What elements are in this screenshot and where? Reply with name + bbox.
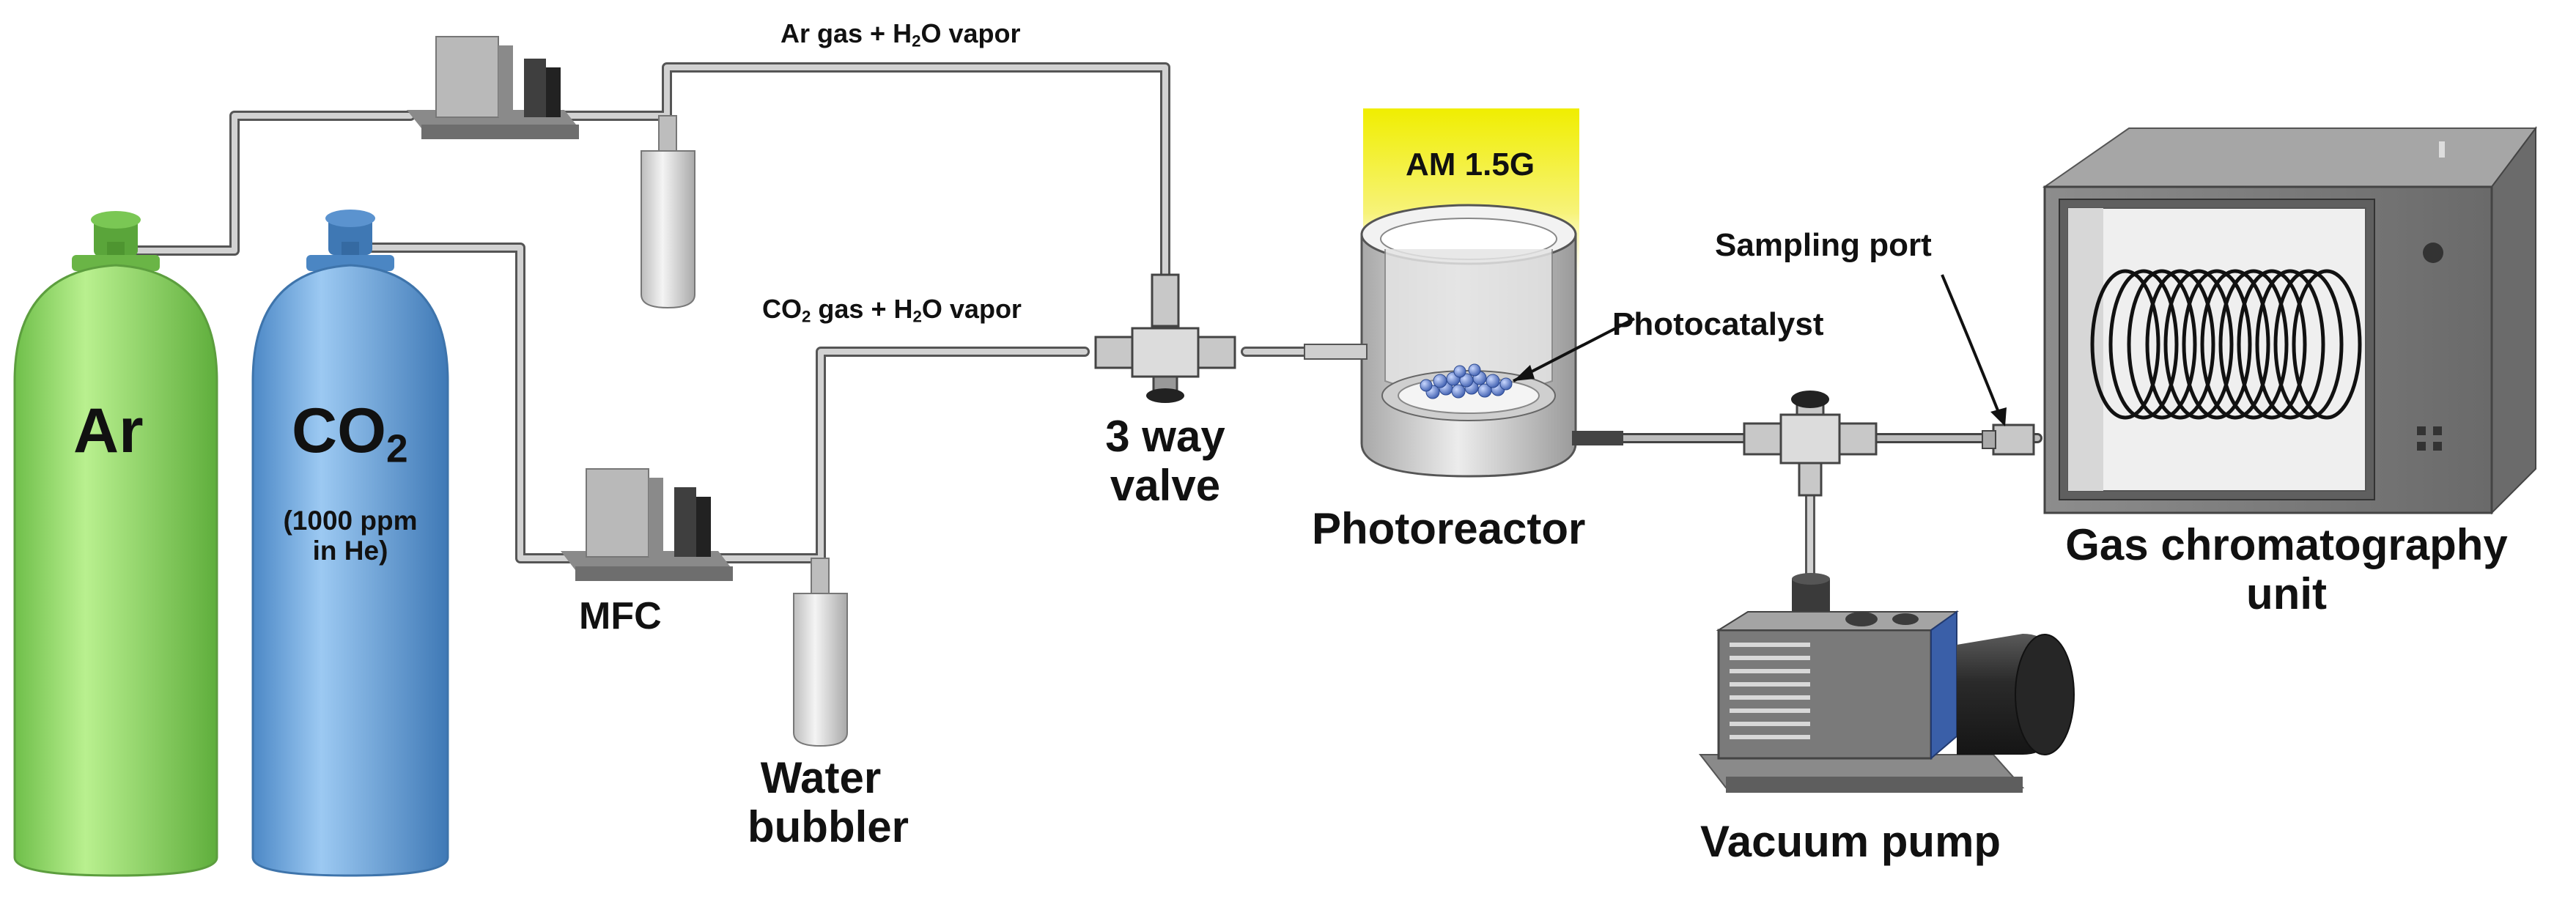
co2-note-line1: (1000 ppm	[283, 506, 418, 536]
co2-tank-label: CO2	[292, 396, 408, 468]
gc-column-coil	[2090, 269, 2362, 420]
ar-tank-label: Ar	[73, 396, 144, 466]
water-bubbler-line1: Water	[760, 753, 882, 802]
ar-line-post: O vapor	[920, 18, 1021, 48]
sampling-port-arrow	[1941, 274, 2002, 418]
mfc-ar	[407, 36, 579, 139]
photocatalyst-arrow	[1513, 317, 1635, 382]
water-bubbler-line2: bubbler	[748, 802, 909, 852]
pump-valve	[1743, 391, 1878, 497]
co2-tank-note: (1000 ppm in He)	[277, 506, 424, 566]
photocatalyst-particles	[1420, 363, 1513, 399]
valve-line2: valve	[1110, 461, 1221, 511]
valve-line1: 3 way	[1105, 412, 1225, 461]
water-bubbler-co2	[793, 558, 848, 747]
co2-line-label: CO2 gas + H2O vapor	[762, 294, 1022, 326]
three-way-valve-label: 3 way valve	[1085, 412, 1246, 510]
light-source-label: AM 1.5G	[1406, 147, 1535, 182]
photocatalyst-label: Photocatalyst	[1612, 306, 1824, 342]
gas-lines	[112, 62, 2042, 584]
co2-sub: 2	[386, 427, 408, 471]
gc-line2: unit	[2246, 569, 2327, 619]
co2-line-mid: gas + H	[811, 294, 913, 324]
vacuum-pump-label: Vacuum pump	[1700, 817, 2001, 866]
sampling-port	[1982, 423, 2035, 456]
gc-line1: Gas chromatography	[2065, 520, 2508, 569]
mfc-label: MFC	[579, 595, 662, 637]
ar-cylinder	[13, 211, 218, 877]
co2-cylinder	[251, 210, 449, 877]
photoreactor	[1304, 204, 1623, 478]
co2-line-post: O vapor	[921, 294, 1022, 324]
gc-knob	[2423, 243, 2443, 263]
three-way-valve	[1094, 273, 1236, 403]
co2-note-line2: in He)	[312, 536, 388, 566]
photoreactor-label: Photoreactor	[1312, 504, 1586, 553]
co2-line-sub2: 2	[912, 307, 922, 326]
co2-line-pre: CO	[762, 294, 802, 324]
water-bubbler-label: Water bubbler	[748, 753, 909, 852]
vacuum-pump	[1698, 573, 2075, 793]
sampling-port-label: Sampling port	[1715, 227, 1932, 263]
ar-line-sub: 2	[912, 32, 921, 51]
gc-unit	[2042, 126, 2537, 515]
ar-line-label: Ar gas + H2O vapor	[780, 18, 1021, 51]
gc-unit-label: Gas chromatography unit	[2023, 520, 2550, 618]
co2-main: CO	[292, 396, 386, 466]
co2-line-sub1: 2	[802, 307, 811, 326]
water-bubbler-ar	[641, 115, 695, 309]
mfc-co2	[561, 468, 733, 581]
ar-line-pre: Ar gas + H	[780, 18, 912, 48]
